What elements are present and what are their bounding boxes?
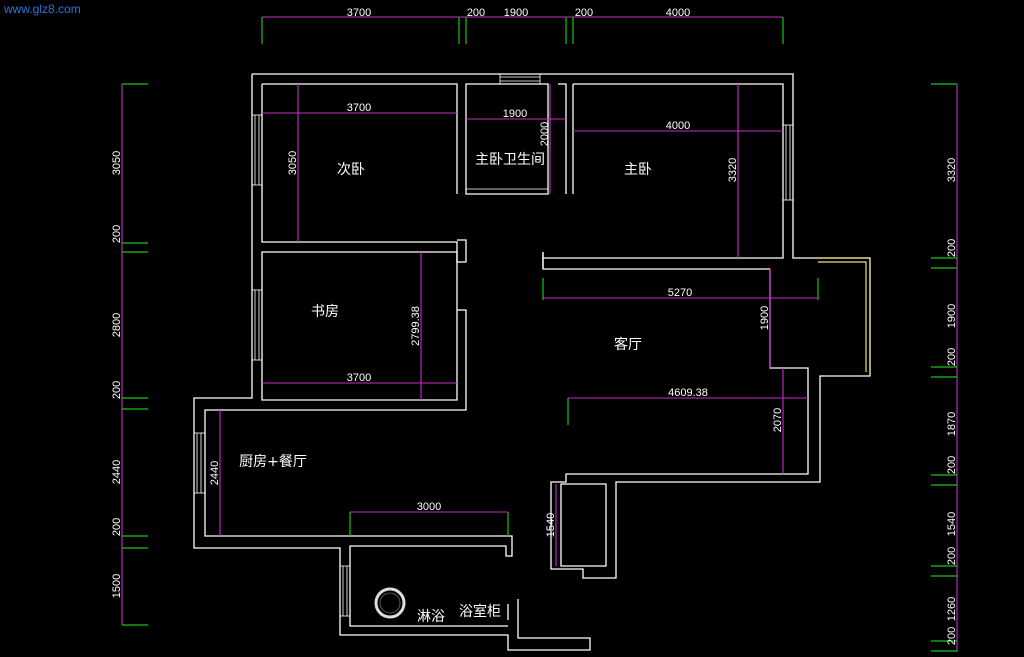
right-dim-label: 200	[946, 627, 958, 645]
dim-study-height: 2799.38	[410, 306, 422, 346]
top-dim-label: 1900	[504, 7, 528, 19]
room-label-master-bath: 主卧卫生间	[475, 152, 545, 168]
left-dim-label: 2800	[111, 313, 123, 337]
dim-second-bedroom-width: 3700	[347, 102, 371, 114]
room-labels: 次卧 主卧卫生间 主卧 书房 客厅 厨房+餐厅 淋浴 浴室柜	[239, 152, 652, 625]
right-dim-label: 3320	[946, 158, 958, 182]
right-dim-label: 1260	[946, 597, 958, 621]
inner-dimension-labels: 3700 3050 1900 2000 4000 3320 5270 1900 …	[209, 102, 784, 537]
room-label-study: 书房	[311, 304, 339, 320]
watermark: www.glz8.com	[3, 2, 81, 16]
left-dim-label: 2440	[111, 460, 123, 484]
dim-cabinet-height: 1540	[545, 513, 557, 537]
inner-dimension-lines	[219, 84, 819, 566]
dim-balcony-height: 1900	[759, 306, 771, 330]
left-dim-label: 200	[111, 381, 123, 399]
room-label-living-room: 客厅	[614, 336, 642, 353]
dim-study-width: 3700	[347, 372, 371, 384]
dim-master-bath-height: 2000	[539, 122, 551, 146]
windows	[193, 73, 794, 617]
dim-second-bedroom-height: 3050	[287, 151, 299, 175]
room-label-shower: 淋浴	[417, 609, 445, 625]
dim-living-lower-height: 2070	[772, 408, 784, 432]
room-label-kitchen-dining: 厨房+餐厅	[239, 454, 307, 470]
dim-master-bath-width: 1900	[503, 108, 527, 120]
right-dim-label: 1870	[946, 412, 958, 436]
dim-bath-width: 3000	[417, 501, 441, 513]
dim-kitchen-height: 2440	[209, 461, 221, 485]
left-dim-label: 1500	[111, 574, 123, 598]
shower-drain-inner-icon	[379, 592, 401, 614]
room-label-vanity: 浴室柜	[459, 603, 501, 620]
top-dim-label: 4000	[666, 7, 690, 19]
top-dim-label: 3700	[347, 7, 371, 19]
top-dimension-chain: 3700 200 1900 200 4000	[261, 7, 784, 44]
left-dim-label: 200	[111, 225, 123, 243]
right-dim-label: 200	[946, 348, 958, 366]
left-dimension-chain: 3050 200 2800 200 2440 200 1500	[111, 83, 148, 626]
right-dim-label: 1900	[946, 304, 958, 328]
dim-living-top-width: 5270	[668, 287, 692, 299]
right-dimension-chain: 3320 200 1900 200 1870 200 1540 200 1260…	[931, 83, 958, 652]
room-label-master-bedroom: 主卧	[624, 162, 652, 178]
left-dim-label: 3050	[111, 151, 123, 175]
left-dim-label: 200	[111, 518, 123, 536]
right-dim-label: 200	[946, 547, 958, 565]
room-label-second-bedroom: 次卧	[337, 162, 365, 178]
top-dim-label: 200	[575, 7, 593, 19]
right-dim-label: 200	[946, 456, 958, 474]
dim-living-width: 4609.38	[668, 387, 708, 399]
shower-drain-icon	[374, 587, 406, 619]
right-dim-label: 200	[946, 239, 958, 257]
right-dim-label: 1540	[946, 512, 958, 536]
dim-master-bedroom-width: 4000	[666, 120, 690, 132]
top-dim-label: 200	[467, 7, 485, 19]
dim-master-bedroom-height: 3320	[727, 158, 739, 182]
